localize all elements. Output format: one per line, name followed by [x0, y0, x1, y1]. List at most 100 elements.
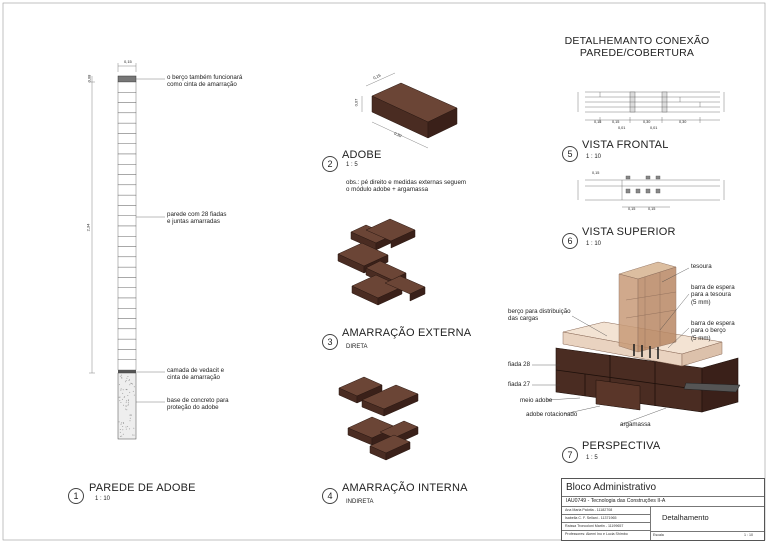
wall-course: [117, 287, 137, 299]
label-barra-berco-line: para o berço: [691, 327, 726, 335]
label-berco-line: berço para distribuição: [508, 308, 571, 315]
view-scale-6: 1 : 10: [586, 241, 602, 247]
concrete-aggregate: [129, 428, 131, 430]
wall-course: [117, 225, 137, 237]
concrete-aggregate: [132, 434, 134, 436]
note-base-line: base de concreto para: [167, 397, 229, 404]
view-title-4: AMARRAÇÃO INTERNA: [342, 482, 468, 494]
project-name: Bloco Administrativo: [566, 482, 657, 493]
dim-front-a: 0,15: [594, 120, 602, 124]
view-title-1: PAREDE DE ADOBE: [89, 482, 196, 494]
label-fiada27: fiada 27: [508, 381, 531, 388]
concrete-aggregate: [119, 375, 121, 377]
note-parede-line: parede com 28 fiadas: [167, 211, 227, 218]
dim-adobe-h: 0,07: [353, 98, 359, 107]
concrete-aggregate: [133, 394, 135, 396]
note-parede-line: e juntas amarradas: [167, 218, 220, 226]
dim-front-e: 0,01: [618, 126, 626, 130]
concrete-aggregate: [119, 429, 121, 430]
concrete-aggregate: [122, 392, 124, 394]
wall-course: [117, 92, 137, 103]
label-meio-adobe: meio adobe: [520, 397, 553, 404]
concrete-aggregate: [125, 380, 127, 382]
view-subtitle-4: INDIRETA: [346, 499, 374, 505]
concrete-aggregate: [121, 376, 123, 378]
concrete-aggregate: [128, 379, 130, 381]
concrete-aggregate: [128, 399, 130, 401]
wall-course: [117, 328, 137, 340]
sheet-title: Detalhamento: [662, 513, 709, 522]
concrete-aggregate: [123, 422, 125, 424]
note-base: base de concreto para proteção do adobe: [167, 397, 229, 412]
course-name: IAU0749 - Tecnologia das Construções II-…: [566, 498, 666, 504]
concrete-aggregate: [120, 423, 122, 425]
wall-course: [117, 102, 137, 114]
view-title-5: VISTA FRONTAL: [582, 139, 669, 151]
view-scale-2: 1 : 5: [346, 162, 358, 168]
title-block-divider: [650, 531, 764, 532]
dim-top-c: 0,15: [648, 207, 656, 211]
concrete-aggregate: [121, 377, 123, 379]
top-view-drawing: [577, 175, 725, 208]
concrete-aggregate: [133, 427, 135, 429]
wall-course: [117, 174, 137, 186]
concrete-aggregate: [122, 426, 124, 427]
note-base-line: proteção do adobe: [167, 404, 219, 412]
concrete-aggregate: [121, 435, 123, 437]
label-berco: berço para distribuição das cargas: [508, 308, 571, 323]
concrete-aggregate: [125, 426, 127, 428]
label-barra-berco: barra de espera para o berço (5 mm): [691, 320, 735, 342]
wall-course: [117, 215, 137, 227]
heading-line-2: PAREDE/COBERTURA: [579, 47, 695, 59]
concrete-aggregate: [125, 401, 127, 403]
sheet-number: 1 : 10: [744, 533, 753, 537]
label-barra-tesoura-line: para a tesoura: [691, 291, 731, 299]
concrete-aggregate: [125, 408, 127, 410]
concrete-aggregate: [127, 404, 129, 406]
label-adobe-rotacionado: adobe rotacionado: [526, 411, 578, 418]
concrete-aggregate: [119, 431, 121, 433]
internal-bond-iso: [338, 376, 419, 461]
concrete-aggregate: [120, 388, 122, 390]
note-berco-line: o berço também funcionará: [167, 74, 243, 81]
concrete-aggregate: [127, 401, 129, 403]
view-title-3: AMARRAÇÃO EXTERNA: [342, 327, 472, 339]
concrete-aggregate: [133, 386, 135, 388]
wall-course: [117, 153, 137, 165]
adobe-obs-line: o módulo adobe + argamassa: [346, 186, 429, 194]
note-vedacit-line: camada de vedacit e: [167, 367, 225, 374]
label-tesoura: tesoura: [691, 263, 712, 270]
concrete-aggregate: [129, 420, 131, 422]
adobe-obs-line: obs.: pé direito e medidas externas segu…: [346, 179, 467, 186]
concrete-aggregate: [119, 435, 121, 437]
label-barra-berco-line: (5 mm): [691, 334, 711, 342]
concrete-aggregate: [123, 404, 124, 406]
wall-course: [117, 308, 137, 319]
concrete-aggregate: [127, 376, 129, 377]
label-barra-tesoura-line: barra de espera: [691, 284, 735, 291]
view-number-5: 5: [562, 146, 578, 162]
label-barra-tesoura: barra de espera para a tesoura (5 mm): [691, 284, 735, 306]
view-number-7: 7: [562, 447, 578, 463]
view-number-6: 6: [562, 233, 578, 249]
dim-top-b: 0,15: [628, 207, 636, 211]
concrete-aggregate: [118, 421, 120, 423]
wall-course: [117, 359, 137, 371]
concrete-aggregate: [118, 384, 120, 386]
view-number-3: 3: [322, 334, 338, 350]
wall-course: [117, 194, 137, 206]
concrete-aggregate: [125, 405, 127, 407]
view-number-4: 4: [322, 488, 338, 504]
dim-top-a: 0,15: [592, 171, 600, 175]
concrete-aggregate: [133, 434, 135, 436]
view-scale-5: 1 : 10: [586, 154, 602, 160]
note-vedacit-line: cinta de amarração: [167, 374, 220, 382]
view-title-6: VISTA SUPERIOR: [582, 226, 676, 238]
label-berco-line: das cargas: [508, 315, 539, 323]
view-scale-1: 1 : 10: [95, 496, 111, 502]
scale-label: Escala: [653, 533, 664, 537]
note-berco-line: como cinta de amarração: [167, 81, 237, 89]
title-block-divider: [562, 522, 650, 523]
concrete-aggregate: [126, 400, 128, 402]
